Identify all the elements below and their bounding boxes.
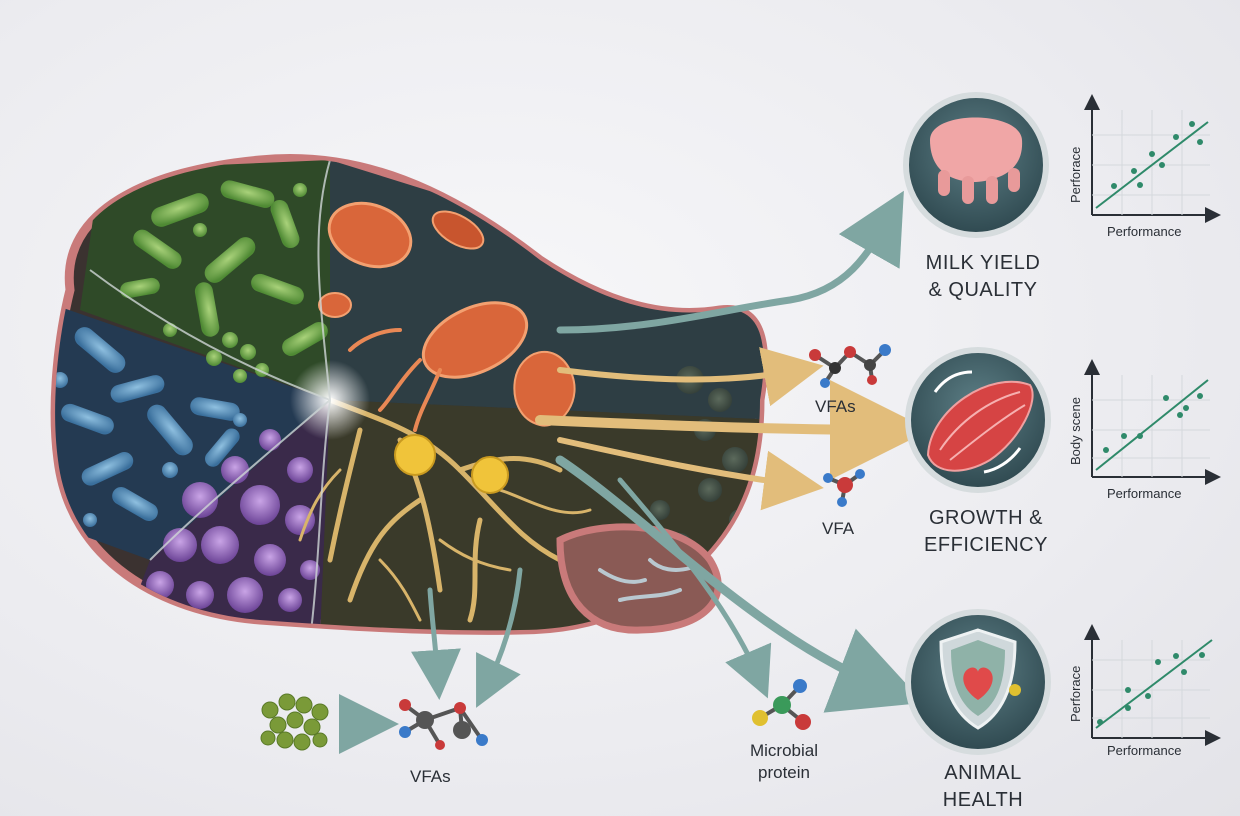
arrow-to-muscle xyxy=(535,379,930,480)
fungi-sporangia xyxy=(394,434,509,494)
microbial-protein-line-1: Microbial xyxy=(749,741,819,760)
growth-outcome-circle xyxy=(905,347,1051,493)
health-label-line-1: ANIMAL xyxy=(944,762,1022,784)
vfa-molecule-mid xyxy=(823,469,865,507)
vfas-label-top: VFAs xyxy=(815,397,856,416)
chart-3-xlabel: Performance xyxy=(1107,743,1182,758)
animal-health-label: ANIMAL HEALTH xyxy=(883,760,1083,814)
udder-icon xyxy=(930,117,1023,204)
vfas-label-bottom: VFAs xyxy=(410,767,451,786)
muscle-icon xyxy=(926,370,1034,474)
milk-outcome-circle xyxy=(903,92,1049,238)
arrow-to-vfa-mid xyxy=(557,437,824,511)
microbial-protein-molecule xyxy=(752,679,811,730)
chart-3 xyxy=(1084,624,1221,746)
chart-2-xlabel: Performance xyxy=(1107,486,1182,501)
sector-dividers xyxy=(89,159,331,631)
milk-yield-quality-label: MILK YIELD & QUALITY xyxy=(883,250,1083,304)
pouch-contents xyxy=(598,558,692,602)
vfa-molecule-bottom xyxy=(399,699,488,750)
milk-label-line-1: MILK YIELD xyxy=(925,252,1041,274)
green-bacteria xyxy=(120,180,328,383)
arrow-to-vfas-top xyxy=(557,347,824,407)
microbial-protein-label: Microbial protein xyxy=(724,740,844,784)
growth-efficiency-label: GROWTH & EFFICIENCY xyxy=(886,505,1086,559)
arrow-down-vfas-1 xyxy=(411,587,461,700)
chart-3-ylabel: Perforace xyxy=(1068,665,1083,722)
arrow-to-milk xyxy=(556,190,904,334)
microbial-protein-line-2: protein xyxy=(758,763,810,782)
growth-label-line-2: EFFICIENCY xyxy=(924,534,1048,556)
shield-heart-icon xyxy=(939,628,1021,730)
blue-bacteria xyxy=(55,327,247,527)
growth-label-line-1: GROWTH & xyxy=(929,507,1043,529)
rumen-pouch xyxy=(556,523,722,634)
health-label-line-2: HEALTH xyxy=(942,789,1024,811)
chart-2 xyxy=(1084,359,1221,485)
chart-1 xyxy=(1084,94,1221,223)
health-outcome-circle xyxy=(905,609,1051,755)
chart-1-ylabel: Perforace xyxy=(1068,146,1083,203)
milk-label-line-2: & QUALITY xyxy=(928,279,1038,301)
chart-2-ylabel: Body scene xyxy=(1068,397,1083,465)
bacteria-green-region xyxy=(80,160,330,400)
arrow-down-vfas-2 xyxy=(476,567,523,708)
feed-pellets xyxy=(260,693,329,751)
flow-arrows xyxy=(339,190,930,754)
arrow-to-health xyxy=(555,455,924,713)
arrow-to-protein xyxy=(617,477,772,699)
vfa-label-mid: VFA xyxy=(822,519,855,538)
performance-charts xyxy=(1084,94,1221,746)
rumen-sac xyxy=(50,153,769,635)
vfa-molecule-top xyxy=(809,344,891,388)
chart-1-xlabel: Performance xyxy=(1107,224,1182,239)
